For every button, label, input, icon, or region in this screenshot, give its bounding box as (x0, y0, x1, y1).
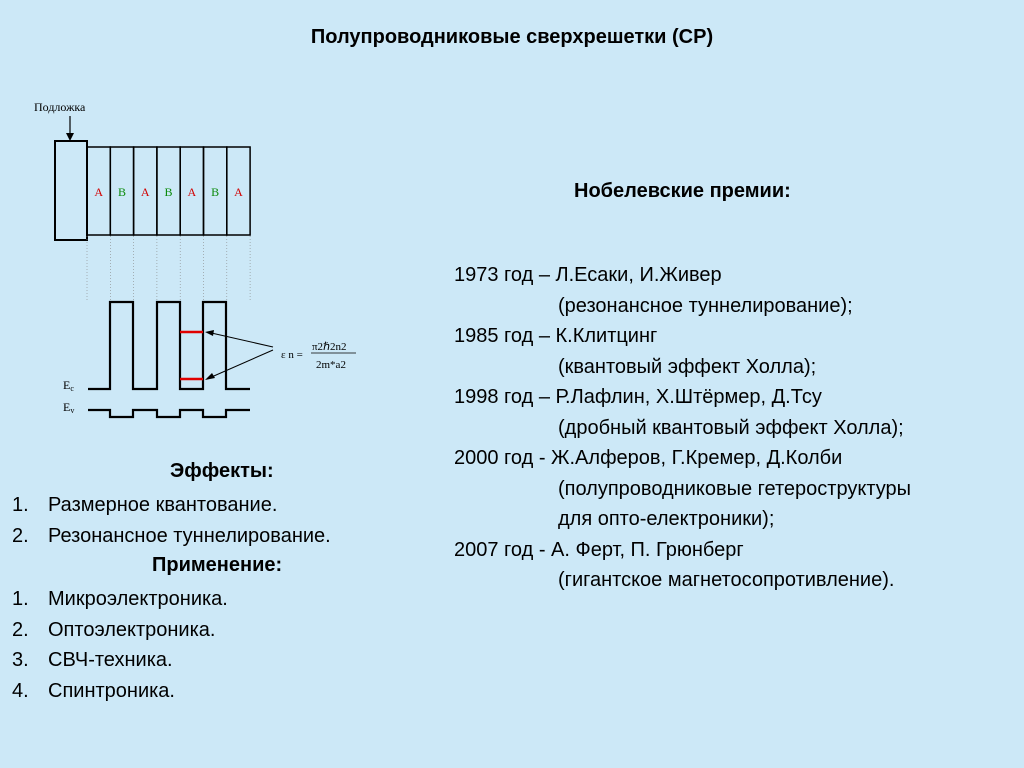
list-item: 1. Размерное квантование. (12, 490, 331, 521)
list-text: Микроэлектроника. (48, 588, 228, 610)
layer-label-7: A (234, 185, 243, 199)
ev-label: Ev (63, 400, 74, 415)
list-text: СВЧ-техника. (48, 649, 173, 671)
pointer-arrow-lower (206, 349, 274, 380)
list-item: 2. Оптоэлектроника. (12, 615, 228, 646)
layer-label-3: A (141, 185, 150, 199)
layer-label-6: B (211, 185, 219, 199)
nobel-entry: 2000 год - Ж.Алферов, Г.Кремер, Д.Колби (454, 447, 843, 469)
applications-heading: Применение: (152, 554, 283, 576)
pointer-arrow-upper (206, 331, 274, 348)
pointer-arrowhead-upper (205, 330, 214, 336)
list-number: 1. (12, 588, 29, 610)
applications-list: 1. Микроэлектроника. 2. Оптоэлектроника. 3. С… (12, 584, 228, 706)
substrate-label: Подложка (34, 100, 86, 114)
formula-numerator: π2ℏ2n2 (312, 341, 347, 353)
nobel-entry: 1998 год – Р.Лафлин, Х.Штёрмер, Д.Тсу (454, 386, 822, 408)
list-item: 4. Спинтроника. (12, 676, 228, 707)
nobel-entry-detail: (полупроводниковые гетероструктуры (558, 477, 911, 500)
list-text: Резонансное туннелирование. (48, 524, 331, 547)
list-number: 3. (12, 649, 29, 671)
list-text: Спинтроника. (48, 679, 175, 702)
list-text: Оптоэлектроника. (48, 618, 216, 641)
substrate-block (54, 140, 88, 241)
conduction-band-profile (88, 300, 250, 391)
nobel-entry-detail: (гигантское магнетосопротивление). (558, 569, 895, 591)
ec-label: Ec (63, 378, 74, 393)
list-item: 2. Резонансное туннелирование. (12, 521, 331, 552)
layer-label-2: B (118, 185, 126, 199)
pointer-arrowhead-lower (205, 373, 215, 380)
energy-formula: ε n = π2ℏ2n2 2m*a2 (281, 341, 356, 371)
layer-label-5: A (188, 185, 197, 199)
list-number: 2. (12, 618, 29, 641)
list-number: 1. (12, 494, 29, 516)
layer-7 (226, 146, 251, 236)
nobel-entry: 2007 год - А. Ферт, П. Грюнберг (454, 538, 744, 561)
nobel-list: 1973 год – Л.Есаки, И.Живер (резонансное … (454, 260, 911, 596)
effects-heading: Эффекты: (170, 460, 274, 482)
formula-denominator: 2m*a2 (316, 359, 346, 371)
list-text: Размерное квантование. (48, 494, 278, 516)
list-number: 2. (12, 524, 29, 547)
nobel-heading: Нобелевские премии: (574, 180, 791, 202)
list-item: 1. Микроэлектроника. (12, 584, 228, 615)
layer-label-1: A (94, 185, 103, 199)
nobel-entry-detail: (квантовый эффект Холла); (558, 355, 817, 378)
substrate-arrowhead (66, 133, 74, 141)
effects-list: 1. Размерное квантование. 2. Резонансное ту… (12, 490, 331, 551)
layer-label-4: B (165, 185, 173, 199)
list-number: 4. (12, 679, 29, 702)
valence-band-profile (88, 408, 250, 419)
list-item: 3. СВЧ-техника. (12, 645, 228, 676)
nobel-entry: 1985 год – К.Клитцинг (454, 325, 658, 347)
slide-title: Полупроводниковые сверхрешетки (СР) (310, 26, 714, 48)
nobel-entry-detail: для опто-електроники); (558, 508, 775, 530)
nobel-entry-detail: (резонансное туннелирование); (558, 294, 853, 317)
formula-lhs: ε n = (281, 349, 303, 361)
nobel-entry: 1973 год – Л.Есаки, И.Живер (454, 264, 722, 286)
guide-lines (86, 236, 251, 300)
nobel-entry-detail: (дробный квантовый эффект Холла); (558, 416, 904, 439)
